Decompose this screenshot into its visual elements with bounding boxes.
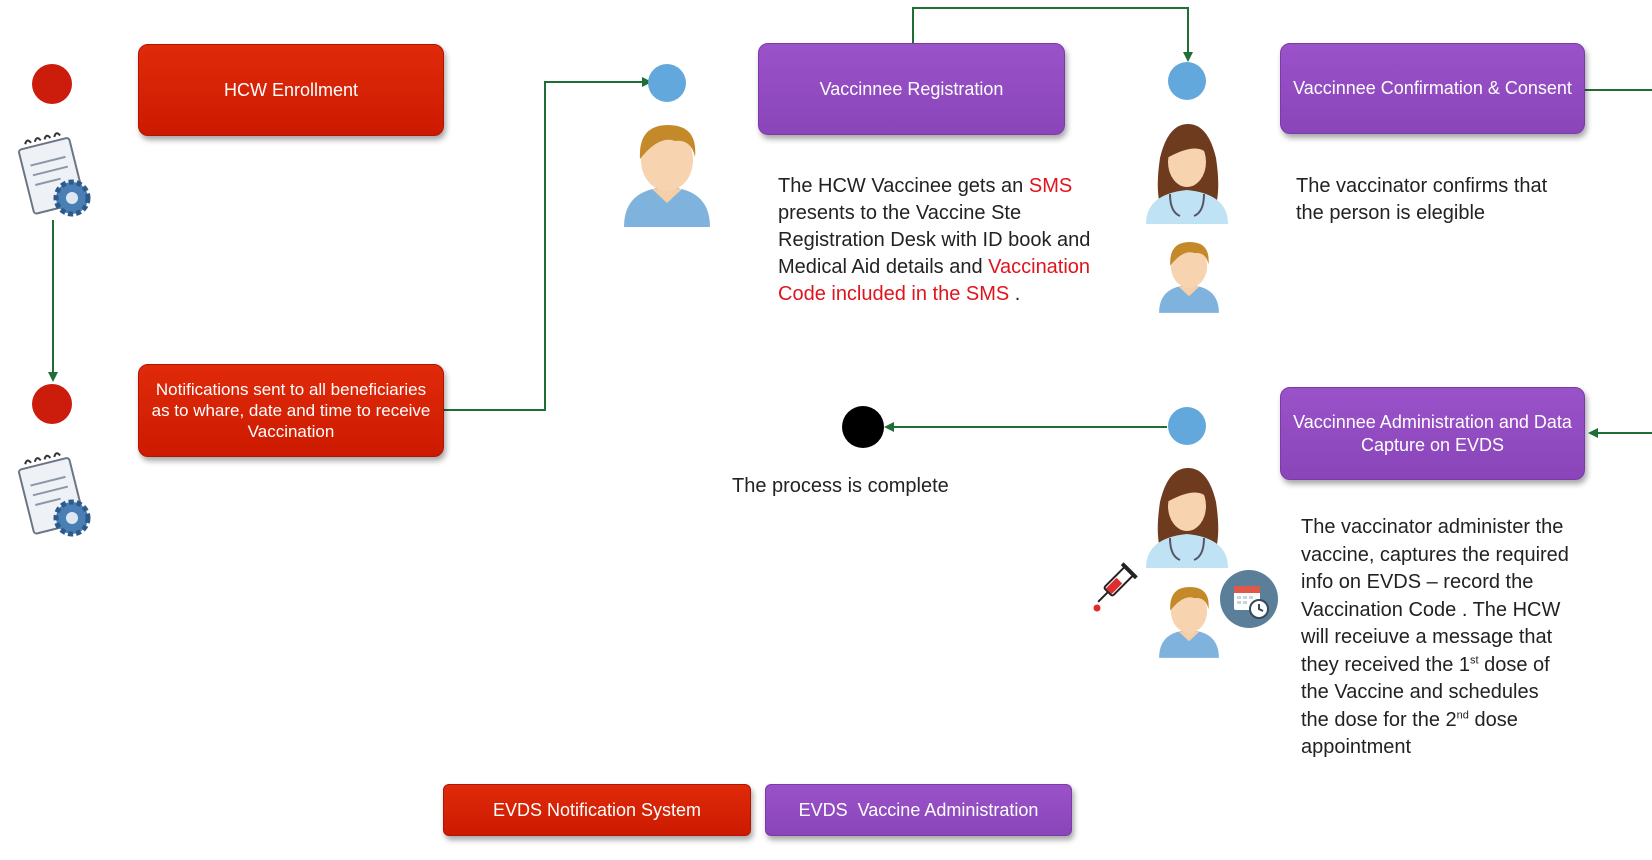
administration-dot: [1168, 407, 1206, 445]
process-complete-text: The process is complete: [732, 475, 949, 497]
sms-highlight: SMS: [1028, 175, 1073, 197]
registration-text-1: The HCW Vaccinee gets an: [778, 175, 1029, 197]
administration-description: The vaccinator administer the vaccine, c…: [1301, 514, 1571, 762]
arrow-registration-to-confirmation: [912, 7, 1193, 62]
administration-text-3: dose appointment: [1301, 708, 1518, 759]
second-superscript: nd: [1456, 708, 1469, 721]
registration-dot: [648, 64, 686, 102]
arrow-notify-to-registration: [440, 77, 652, 411]
start-dot-enrollment: [32, 64, 72, 104]
hcw-enrollment-box: HCW Enrollment: [138, 44, 444, 136]
confirmation-dot: [1168, 62, 1206, 100]
administration-text-1: The vaccinator administer the vaccine, c…: [1301, 516, 1569, 676]
first-superscript: st: [1470, 653, 1479, 666]
start-dot-notifications: [32, 384, 72, 424]
legend-vaccine-administration: EVDS Vaccine Administration: [765, 784, 1072, 836]
calendar-clock-icon: [1220, 570, 1278, 628]
administration-text-2: dose of the Vaccine and schedules the do…: [1301, 653, 1550, 731]
legend-notification-system: EVDS Notification System: [443, 784, 751, 836]
doctor-icon: [1146, 468, 1228, 568]
vaccinee-registration-box: Vaccinnee Registration: [758, 43, 1065, 135]
registration-text-3: .: [1009, 283, 1021, 305]
vaccinee-confirmation-box: Vaccinnee Confirmation & Consent: [1280, 43, 1585, 134]
patient-icon: [1159, 586, 1219, 658]
patient-icon: [624, 125, 710, 227]
doctor-icon: [1146, 124, 1228, 224]
syringe-icon: [1093, 562, 1138, 612]
registration-text-2: presents to the Vaccine Ste Registration…: [778, 202, 1091, 278]
vaccinee-administration-box: Vaccinnee Administration and Data Captur…: [1280, 387, 1585, 480]
registration-description: The HCW Vaccinee gets an SMS presents to…: [778, 173, 1098, 308]
vaccination-code-highlight: Vaccination Code included in the SMS: [778, 256, 1091, 305]
patient-icon: [1159, 241, 1219, 313]
confirmation-description: The vaccinator confirms that the person …: [1296, 175, 1548, 224]
end-dot: [842, 406, 884, 448]
document-gear-icon: [18, 132, 91, 217]
notifications-box: Notifications sent to all beneficiaries …: [138, 364, 444, 457]
document-gear-icon: [18, 452, 91, 537]
